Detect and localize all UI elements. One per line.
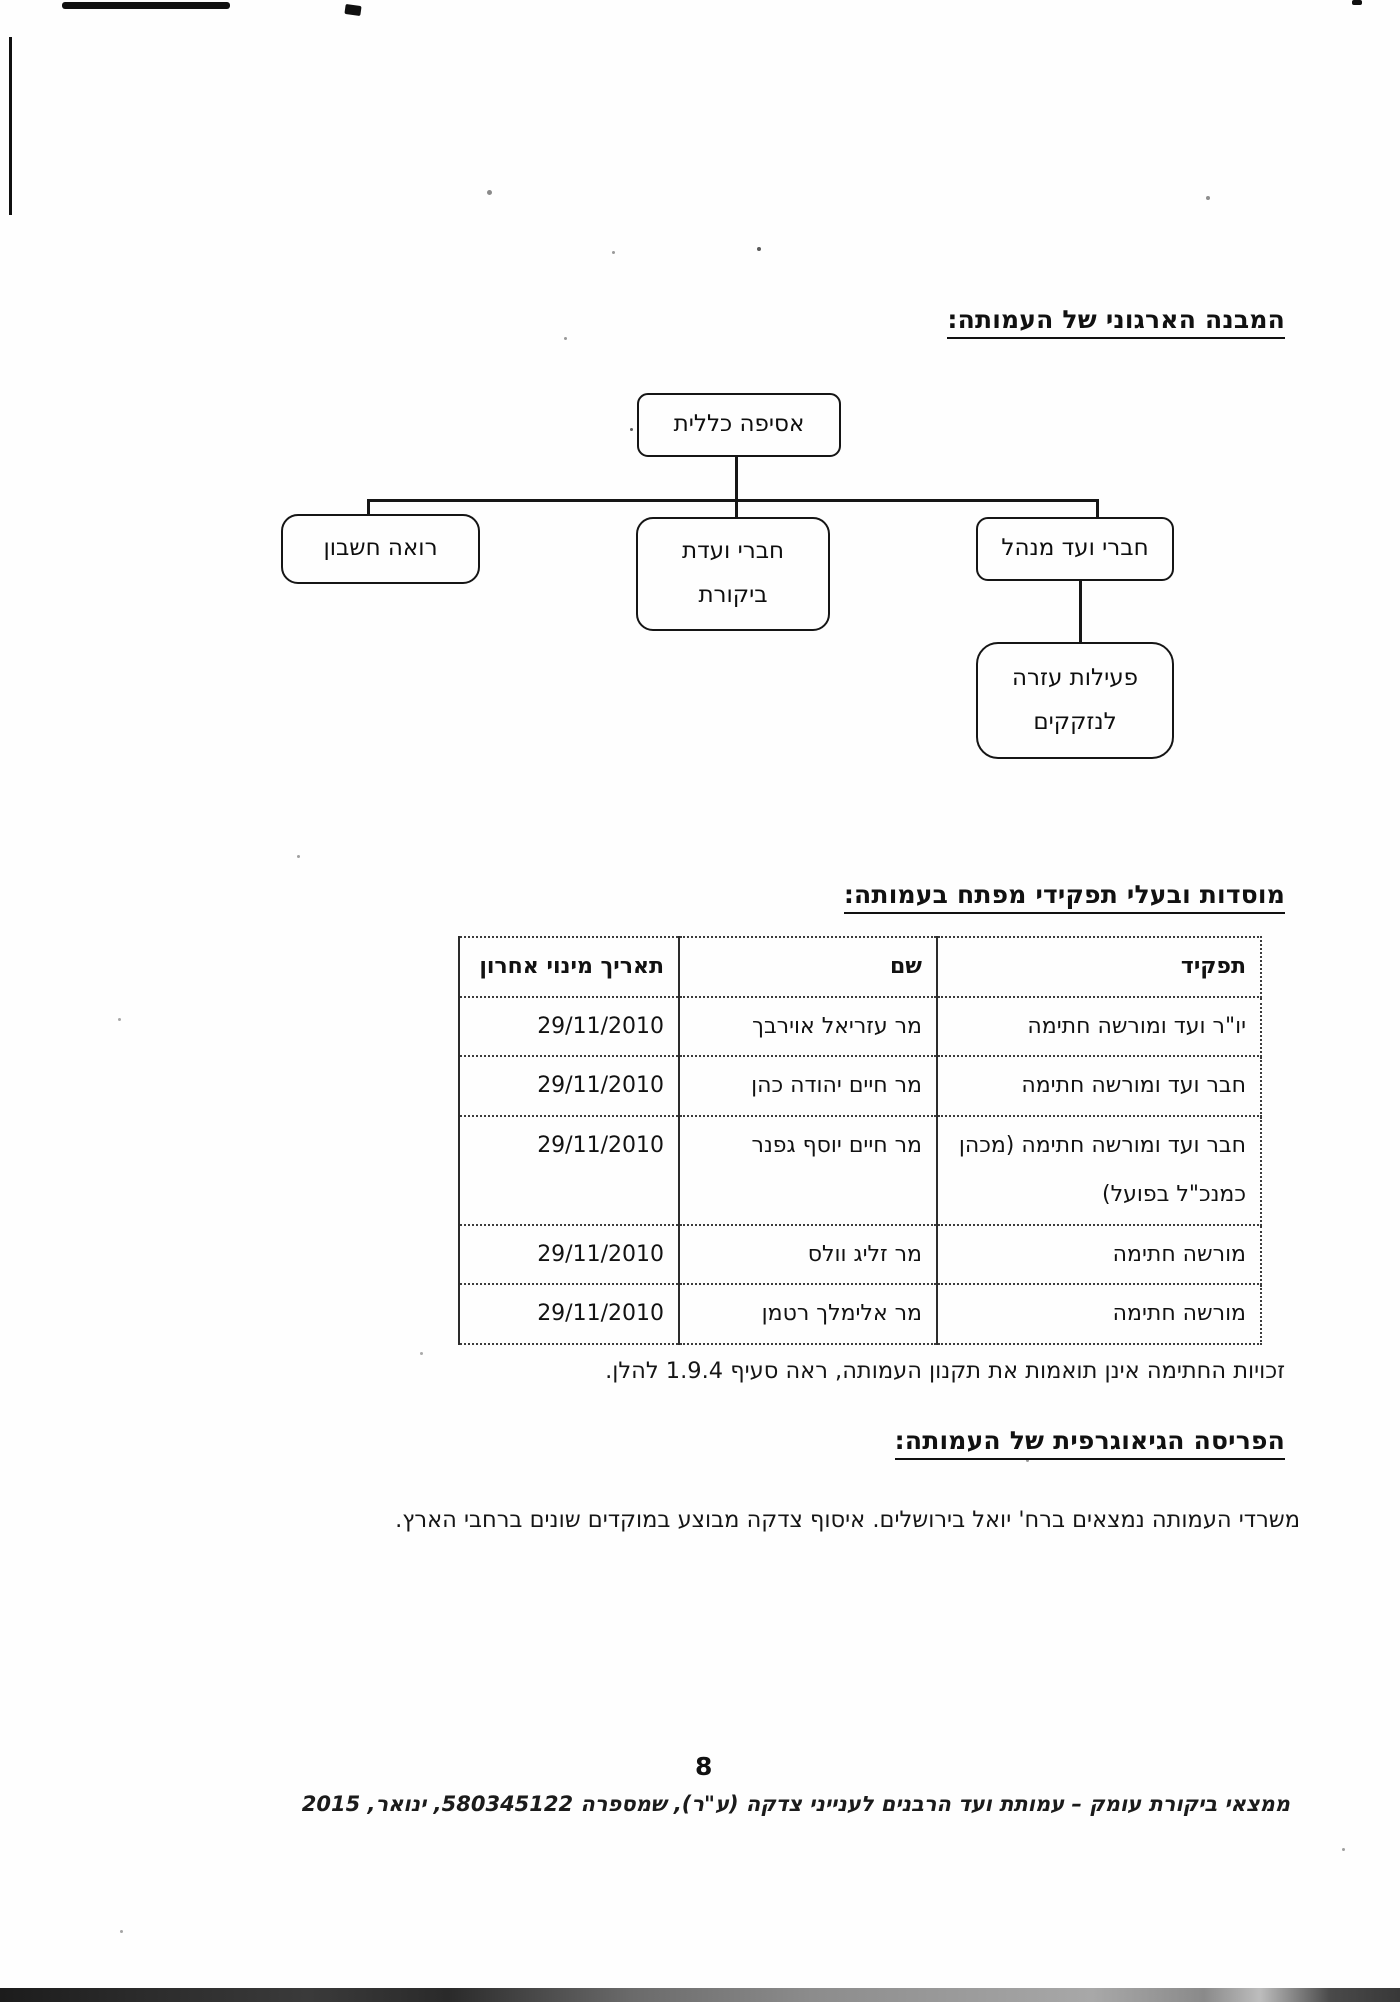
cell-name: מר חיים יוסף גפנר	[678, 1114, 937, 1226]
org-node-accountant: רואה חשבון	[281, 514, 480, 584]
table-row: מורשה חתימה מר אלימלך רטמן 29/11/2010	[458, 1283, 1262, 1345]
table-row: חבר ועד ומורשה חתימה (מכהן כמנכ"ל בפועל)…	[458, 1114, 1262, 1226]
scan-speck	[120, 1930, 123, 1933]
cell-date: 29/11/2010	[458, 1114, 679, 1226]
table-row: מורשה חתימה מר זליג וולס 29/11/2010	[458, 1223, 1262, 1285]
cell-date: 29/11/2010	[458, 995, 679, 1057]
org-node-label: לנזקקים	[1033, 708, 1117, 735]
cell-role: מורשה חתימה	[936, 1223, 1262, 1285]
org-node-label: רואה חשבון	[323, 535, 438, 562]
scan-mark-top	[344, 3, 362, 17]
org-structure-title: המבנה הארגוני של העמותה:	[947, 305, 1285, 339]
table-row: חבר ועד ומורשה חתימה מר חיים יהודה כהן 2…	[458, 1055, 1262, 1117]
cell-date: 29/11/2010	[458, 1283, 679, 1345]
column-header-name: שם	[678, 936, 937, 998]
cell-role: יו"ר ועד ומורשה חתימה	[936, 995, 1262, 1057]
key-roles-title: מוסדות ובעלי תפקידי מפתח בעמותה:	[843, 880, 1285, 914]
footer-line: ממצאי ביקורת עומק – עמותת ועד הרבנים לענ…	[301, 1792, 1290, 1816]
signature-rights-note: זכויות החתימה אינן תואמות את תקנון העמות…	[605, 1358, 1285, 1384]
cell-name: מר חיים יהודה כהן	[678, 1055, 937, 1117]
connector-line	[1096, 499, 1099, 520]
cell-name: מר זליג וולס	[678, 1223, 937, 1285]
org-node-general-assembly: אסיפה כללית	[637, 393, 841, 457]
scan-speck	[420, 1352, 423, 1355]
geographic-body: משרדי העמותה נמצאים ברח' יואל בירושלים. …	[395, 1507, 1300, 1533]
cell-date: 29/11/2010	[458, 1223, 679, 1285]
scan-mark-top-left	[62, 2, 230, 9]
org-node-label: חברי ועדת	[681, 538, 785, 565]
org-node-audit-committee: חברי ועדת ביקורת	[636, 517, 830, 631]
scan-speck	[297, 855, 300, 858]
scan-speck	[1342, 1848, 1345, 1851]
scan-speck	[1206, 196, 1210, 200]
cell-name: מר אלימלך רטמן	[678, 1283, 937, 1345]
connector-line	[1079, 577, 1082, 644]
org-node-label: ביקורת	[698, 582, 768, 608]
key-roles-table: תפקיד שם תאריך מינוי אחרון יו"ר ועד ומור…	[458, 936, 1262, 1345]
cell-name: מר עזריאל אוירבך	[678, 995, 937, 1057]
org-node-aid-activity: פעילות עזרה לנזקקים	[976, 642, 1174, 759]
column-header-date: תאריך מינוי אחרון	[458, 936, 679, 998]
scan-speck	[757, 247, 761, 251]
scan-speck	[630, 428, 633, 431]
org-node-board: חברי ועד מנהל	[976, 517, 1174, 581]
cell-role: מורשה חתימה	[936, 1283, 1262, 1345]
scan-speck	[564, 337, 567, 340]
connector-line	[367, 499, 370, 517]
cell-role: חבר ועד ומורשה חתימה (מכהן כמנכ"ל בפועל)	[936, 1114, 1262, 1226]
page-number: 8	[695, 1752, 713, 1781]
scan-speck	[487, 190, 492, 195]
geographic-title: הפריסה הגיאוגרפית של העמותה:	[894, 1426, 1285, 1460]
scan-speck	[612, 251, 615, 254]
scan-mark-top-right	[1352, 0, 1362, 5]
table-header-row: תפקיד שם תאריך מינוי אחרון	[458, 936, 1262, 998]
org-node-label: חברי ועד מנהל	[1001, 535, 1149, 562]
scan-line-left-edge	[9, 37, 12, 215]
table-row: יו"ר ועד ומורשה חתימה מר עזריאל אוירבך 2…	[458, 995, 1262, 1057]
column-header-role: תפקיד	[936, 936, 1262, 998]
cell-role: חבר ועד ומורשה חתימה	[936, 1055, 1262, 1117]
scan-edge-bottom	[0, 1988, 1400, 2002]
org-node-label: פעילות עזרה	[1011, 664, 1139, 691]
connector-line	[735, 499, 738, 520]
scan-speck	[118, 1018, 121, 1021]
cell-date: 29/11/2010	[458, 1055, 679, 1117]
scan-speck	[1026, 1459, 1029, 1462]
connector-line	[367, 499, 1099, 502]
org-node-label: אסיפה כללית	[673, 411, 805, 438]
connector-line	[735, 454, 738, 501]
